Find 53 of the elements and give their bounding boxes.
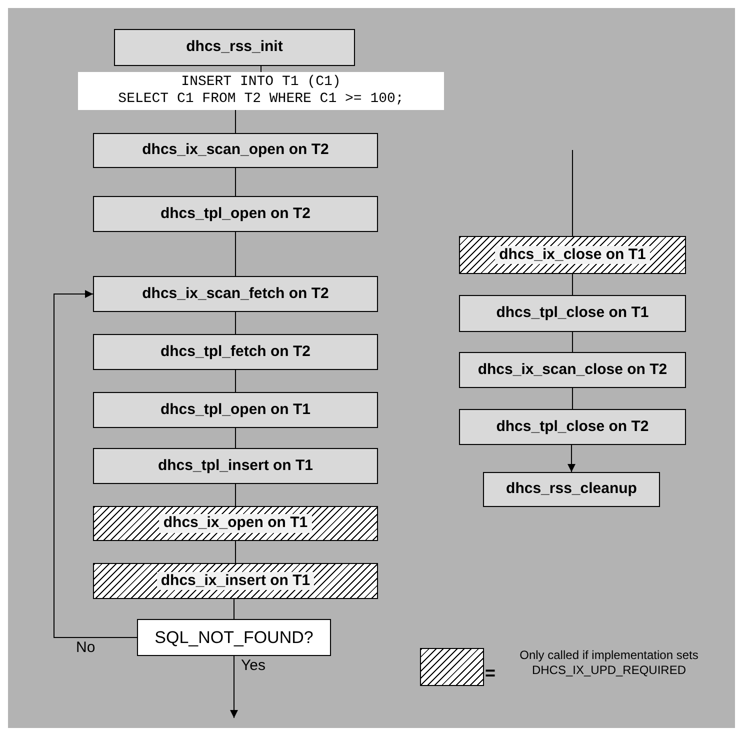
- connector-line: [235, 370, 236, 392]
- arrow: [568, 444, 576, 472]
- process-box: [93, 563, 378, 599]
- edge-label: No: [76, 640, 96, 655]
- connector-line: [235, 232, 236, 276]
- process-box: [93, 392, 378, 428]
- sql-statement-box: [78, 72, 444, 110]
- process-box: [459, 352, 686, 388]
- node-label: dhcs_ix_scan_close on T2: [478, 360, 668, 380]
- connector-line: [572, 388, 573, 410]
- node-label: SQL_NOT_FOUND?: [154, 626, 314, 648]
- node-label: dhcs_tpl_close on T2: [496, 418, 649, 436]
- process-box: [93, 334, 378, 370]
- sql-line: INSERT INTO T1 (C1): [181, 74, 341, 91]
- connector-line: [235, 110, 236, 134]
- node-label: dhcs_tpl_open on T1: [160, 400, 310, 420]
- node-label: dhcs_rss_cleanup: [506, 480, 637, 499]
- connector-line: [235, 312, 236, 334]
- connector-line: [572, 150, 573, 236]
- decision-box: [137, 619, 331, 656]
- node-label: dhcs_ix_scan_fetch on T2: [142, 284, 329, 304]
- process-box: [459, 236, 686, 274]
- node-label: dhcs_tpl_open on T2: [160, 204, 310, 224]
- process-box: [93, 448, 378, 484]
- process-box: [459, 295, 686, 332]
- process-box: [93, 506, 378, 541]
- connector-line: [260, 66, 262, 72]
- edge-label: Yes: [241, 658, 266, 673]
- process-box: [93, 276, 378, 312]
- connector-line: [235, 428, 236, 448]
- process-box: [93, 196, 378, 232]
- node-label: dhcs_tpl_fetch on T2: [160, 342, 311, 362]
- connector-line: [572, 332, 573, 352]
- node-label: dhcs_ix_close on T1: [495, 246, 650, 264]
- sql-line: SELECT C1 FROM T2 WHERE C1 >= 100;: [118, 91, 404, 108]
- node-label: dhcs_rss_init: [186, 38, 283, 57]
- equals-sign: =: [485, 664, 496, 682]
- process-box: [483, 472, 660, 507]
- arrow: [54, 290, 138, 638]
- connector-line: [235, 484, 236, 506]
- node-label: dhcs_tpl_insert on T1: [158, 456, 314, 476]
- connector-line: [572, 274, 573, 296]
- process-box: [459, 409, 686, 445]
- legend-text: Only called if implementation sets DHCS_IX_UPD_REQUIRED: [518, 648, 700, 678]
- arrow: [230, 656, 238, 718]
- process-box: [114, 29, 355, 66]
- node-label: dhcs_ix_open on T1: [159, 514, 312, 533]
- connector-line: [235, 168, 236, 196]
- node-label: dhcs_tpl_close on T1: [496, 304, 649, 323]
- connector-line: [235, 540, 236, 564]
- node-label: dhcs_ix_insert on T1: [156, 572, 314, 590]
- node-label: dhcs_ix_scan_open on T2: [142, 141, 329, 160]
- process-box: [93, 133, 378, 168]
